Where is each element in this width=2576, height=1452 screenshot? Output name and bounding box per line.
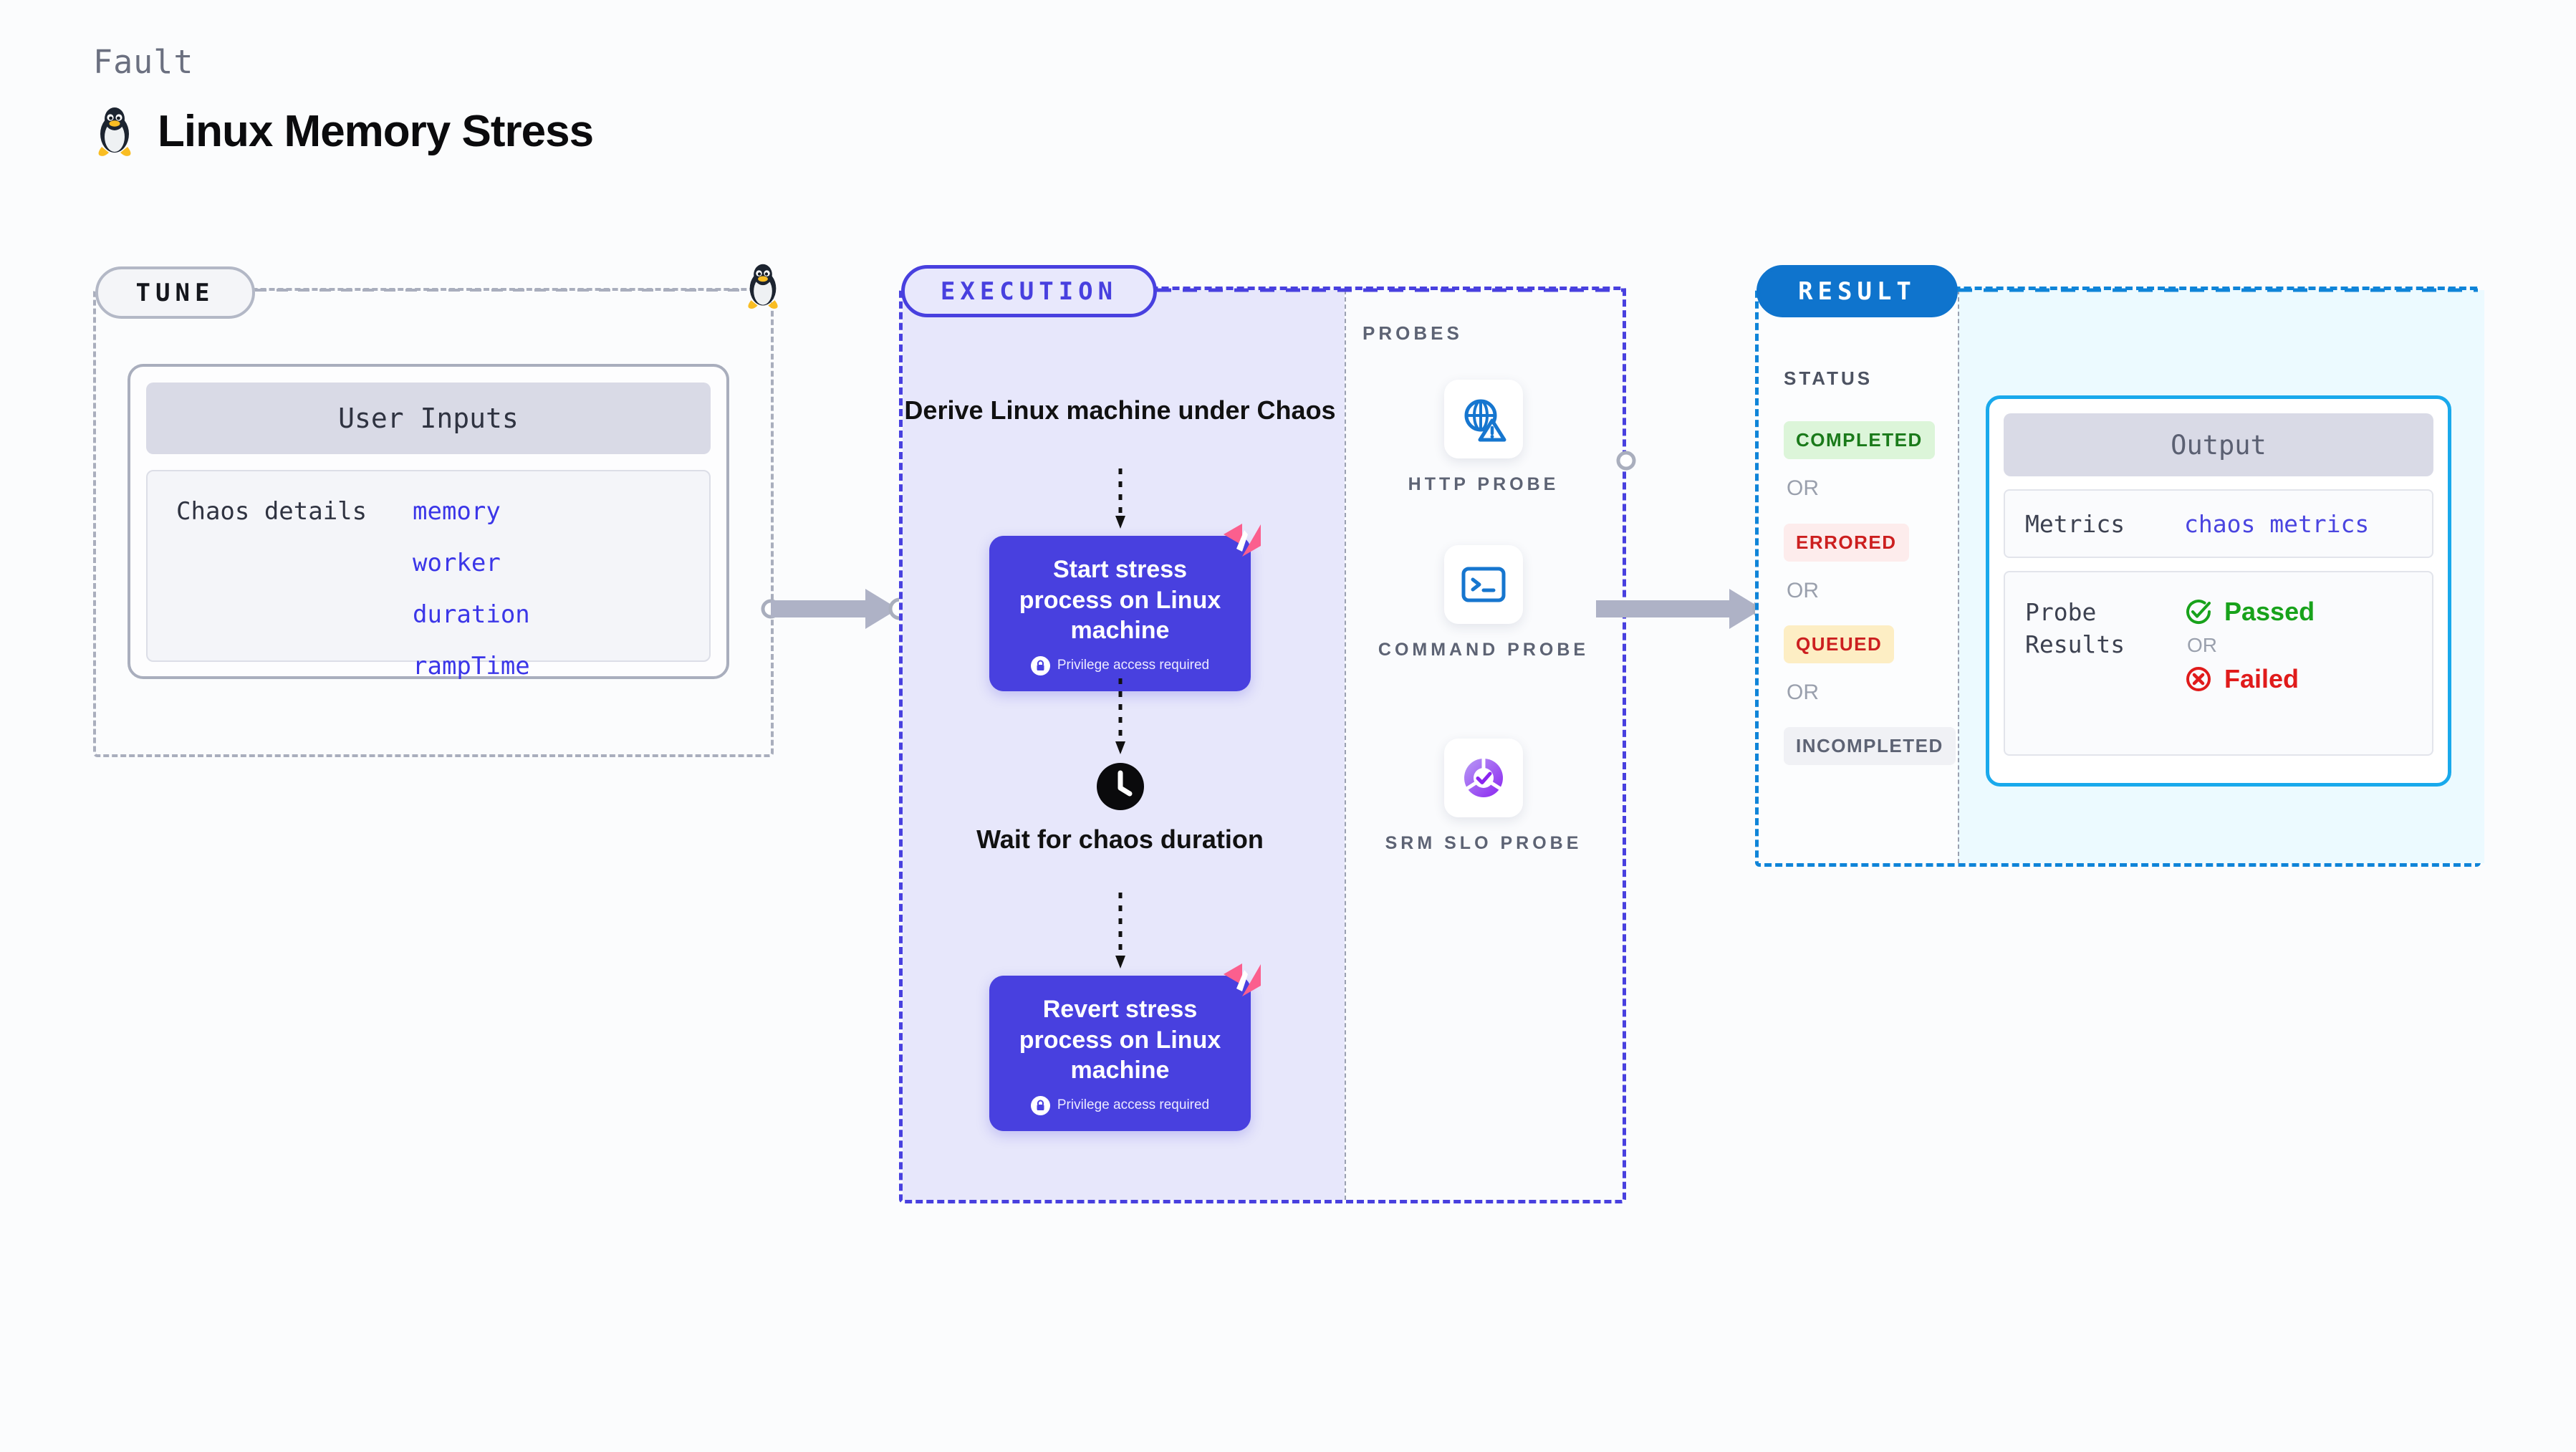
status-or-3: OR [1787, 681, 1819, 704]
check-circle-icon [2184, 597, 2213, 626]
revert-stress-note-row: Privilege access required [1004, 1095, 1236, 1115]
start-stress-step[interactable]: Start stress process on Linux machine Pr… [989, 524, 1261, 691]
probe-command-label: COMMAND PROBE [1378, 640, 1590, 660]
execution-probes-divider [1345, 290, 1347, 1200]
status-or-2: OR [1787, 579, 1819, 602]
tune-to-execution-arrow [761, 589, 911, 629]
title-row: Linux Memory Stress [93, 105, 594, 157]
probe-result-passed: Passed [2184, 597, 2315, 627]
chaos-details-block: Chaos details memory worker duration ram… [146, 470, 711, 681]
harness-mark-icon [1221, 520, 1264, 560]
status-column: STATUS COMPLETED OR ERRORED OR QUEUED OR… [1784, 287, 1963, 867]
output-card: Output Metrics chaos metrics Probe Resul… [1986, 395, 2451, 787]
status-or-1: OR [1787, 476, 1819, 500]
execution-dashed-connector [1157, 288, 1626, 292]
tune-dashed-connector [255, 289, 749, 292]
revert-stress-title: Revert stress process on Linux machine [1019, 996, 1221, 1084]
chaos-details-values: memory worker duration rampTime [413, 497, 530, 681]
probe-result-failed: Failed [2184, 664, 2315, 694]
lock-icon [1030, 655, 1050, 675]
tune-linux-penguin-icon [743, 262, 783, 309]
result-pill: RESULT [1756, 265, 1958, 317]
probe-http[interactable]: HTTP PROBE [1341, 380, 1626, 496]
wait-step-label: Wait for chaos duration [976, 824, 1264, 854]
probes-to-result-arrow [1596, 589, 1775, 629]
fault-eyebrow: Fault [93, 43, 194, 81]
revert-stress-step[interactable]: Revert stress process on Linux machine P… [989, 963, 1261, 1131]
user-inputs-header: User Inputs [146, 383, 711, 454]
probe-results-key: Probe Results [2025, 598, 2125, 658]
harness-mark-icon [1221, 960, 1264, 1000]
slo-donut-check-icon [1444, 739, 1523, 817]
output-header: Output [2004, 413, 2433, 476]
metrics-value: chaos metrics [2184, 509, 2370, 538]
probe-command[interactable]: COMMAND PROBE [1341, 545, 1626, 662]
clock-icon [1095, 761, 1145, 812]
execution-pill: EXECUTION [901, 265, 1157, 317]
status-badge-errored: ERRORED [1784, 524, 1909, 562]
result-dashed-connector [1958, 288, 2478, 292]
result-divider [1958, 290, 1961, 863]
arrow-start-to-wait [1115, 678, 1125, 754]
metrics-row: Metrics chaos metrics [2004, 489, 2433, 558]
start-stress-note-row: Privilege access required [1004, 655, 1236, 675]
linux-penguin-icon [93, 105, 136, 157]
derive-step-label: Derive Linux machine under Chaos [904, 395, 1336, 425]
probes-edge-node [1616, 451, 1636, 471]
probe-failed-label: Failed [2224, 664, 2299, 693]
status-badge-incompleted: INCOMPLETED [1784, 727, 1956, 765]
chaos-input-ramptime: rampTime [413, 652, 530, 681]
start-stress-note: Privilege access required [1057, 658, 1210, 673]
globe-warning-icon [1444, 380, 1523, 458]
probe-srm-slo[interactable]: SRM SLO PROBE [1341, 739, 1626, 855]
probe-passed-label: Passed [2224, 597, 2315, 626]
chaos-input-memory: memory [413, 497, 501, 526]
arrow-wait-to-revert [1115, 893, 1125, 968]
lock-icon [1030, 1095, 1050, 1115]
chaos-input-duration: duration [413, 600, 530, 629]
probes-section-label: PROBES [1363, 322, 1463, 344]
page-title: Linux Memory Stress [158, 106, 594, 156]
status-badge-queued: QUEUED [1784, 625, 1895, 663]
status-label: STATUS [1784, 367, 1873, 389]
user-inputs-card: User Inputs Chaos details memory worker … [128, 364, 729, 681]
page-header: Fault Linux Memory Stress [93, 43, 594, 157]
terminal-icon [1444, 545, 1523, 624]
chaos-details-label: Chaos details [176, 497, 367, 526]
probe-results-row: Probe Results Passed OR [2004, 571, 2433, 756]
start-stress-title: Start stress process on Linux machine [1019, 556, 1221, 644]
metrics-key: Metrics [2025, 509, 2125, 538]
status-badge-completed: COMPLETED [1784, 421, 1935, 459]
x-circle-icon [2184, 665, 2213, 693]
execution-steps: Derive Linux machine under Chaos Start s… [899, 287, 1341, 1203]
arrow-derive-to-start [1115, 468, 1125, 529]
revert-stress-note: Privilege access required [1057, 1097, 1210, 1112]
probe-results-values: Passed OR Failed [2184, 597, 2315, 754]
probes-column: PROBES HTTP PROBE COMMAND PROBE [1341, 287, 1626, 1203]
probe-results-or: OR [2187, 634, 2217, 656]
chaos-input-worker: worker [413, 549, 501, 577]
probe-srm-slo-label: SRM SLO PROBE [1385, 833, 1582, 853]
probe-http-label: HTTP PROBE [1408, 474, 1559, 494]
tune-pill: TUNE [95, 266, 255, 319]
